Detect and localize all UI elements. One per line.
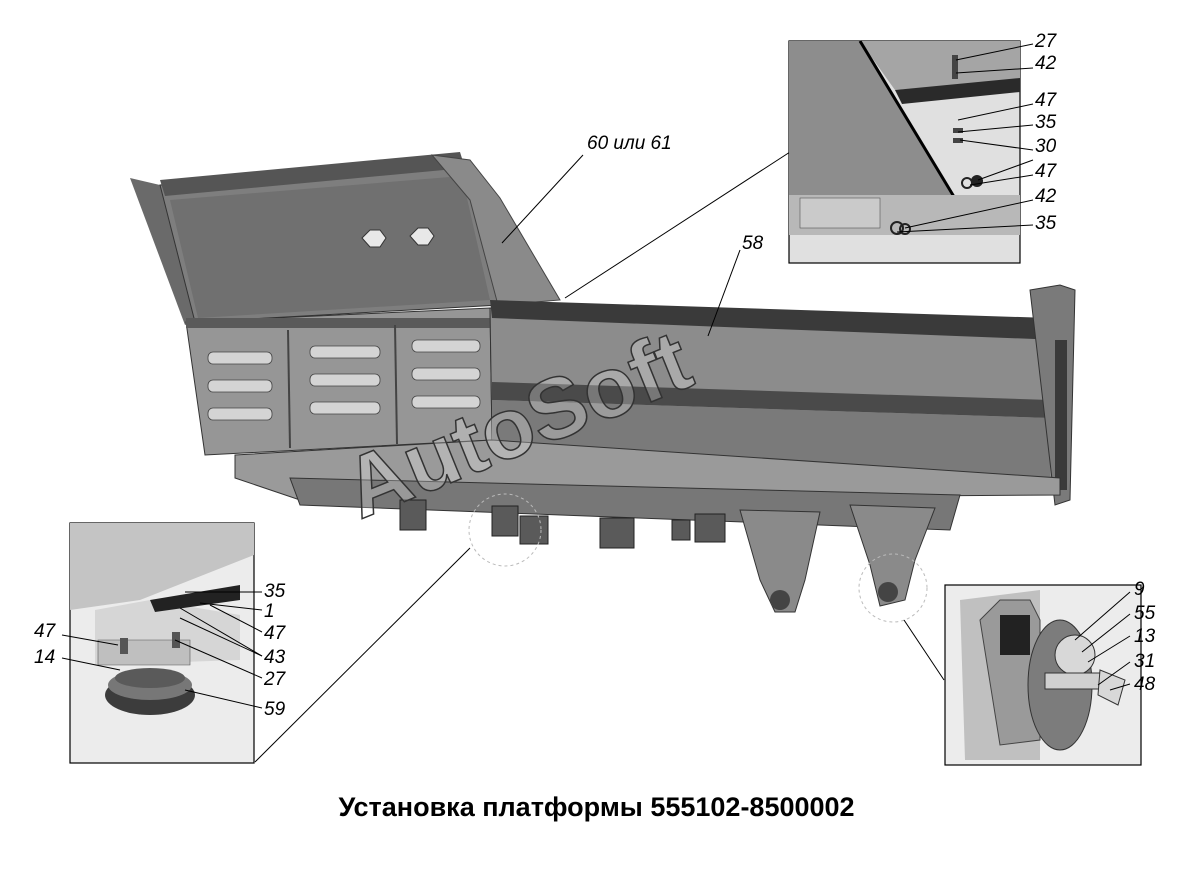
- callout-tr-35: 35: [1035, 112, 1057, 133]
- callout-br-48: 48: [1134, 674, 1156, 695]
- callout-br-31: 31: [1134, 651, 1156, 672]
- callout-br-9: 9: [1134, 579, 1145, 600]
- hinge-bracket-left: [739, 509, 821, 613]
- callout-bl-43: 43: [264, 647, 286, 668]
- callout-tr-30: 30: [1035, 136, 1057, 157]
- callout-bl-59: 59: [264, 699, 286, 720]
- callout-br-55: 55: [1134, 603, 1156, 624]
- callout-tr-42b: 42: [1035, 186, 1057, 207]
- side-wall-curve: [430, 154, 561, 306]
- side-wall-lower: [492, 400, 1050, 478]
- inset-bottom-right: [944, 584, 1142, 766]
- callout-br-13: 13: [1134, 626, 1156, 647]
- callout-bl-47-left: 47: [34, 621, 56, 642]
- side-wall-mid-rail: [492, 382, 1050, 418]
- callout-58: 58: [742, 233, 764, 254]
- inset-bottom-left: [61, 522, 263, 764]
- front-lower-lip: [186, 318, 490, 328]
- leader-lines: [254, 151, 945, 763]
- dump-body: [130, 152, 1076, 623]
- callout-tr-35b: 35: [1035, 213, 1057, 234]
- callout-60-or-61: 60 или 61: [587, 133, 672, 154]
- front-board-top: [160, 152, 465, 196]
- cab-shield: [130, 178, 195, 325]
- callout-bl-27: 27: [264, 669, 286, 690]
- callout-bl-14: 14: [34, 647, 56, 668]
- callout-tr-47b: 47: [1035, 161, 1057, 182]
- callout-bl-47: 47: [264, 623, 286, 644]
- detail-circle-pad: [468, 493, 542, 567]
- hex-hole-left: [361, 229, 387, 248]
- callout-tr-47: 47: [1035, 90, 1057, 111]
- detail-circle-hinge: [858, 553, 928, 623]
- callout-bl-1: 1: [264, 601, 275, 622]
- callout-tr-27: 27: [1035, 31, 1057, 52]
- hex-hole-right: [409, 227, 435, 246]
- vent-slots: [207, 339, 481, 421]
- side-wall-top-rail: [490, 300, 1060, 340]
- diagram-caption: Установка платформы 555102-8500002: [338, 792, 855, 822]
- callout-tr-42: 42: [1035, 53, 1057, 74]
- rubber-pads: [399, 499, 726, 549]
- front-board-inner: [170, 176, 490, 318]
- callout-bl-35: 35: [264, 581, 286, 602]
- hinge-bracket-right: [849, 504, 936, 607]
- inset-top-right: [788, 40, 1034, 264]
